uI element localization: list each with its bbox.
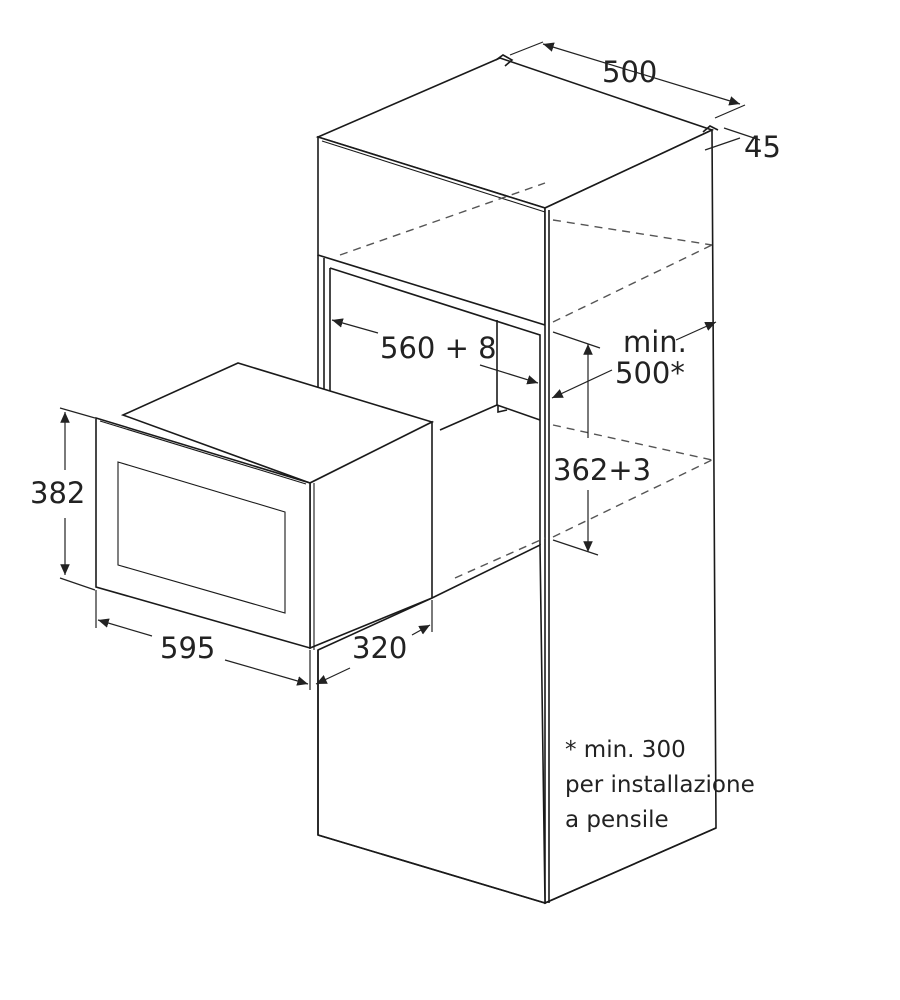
dim-560-left [331,318,379,334]
niche-floor-notch [497,405,508,413]
dim-595-left [97,618,153,637]
footnote-line-1: * min. 300 [565,737,686,763]
hidden-line-5 [552,459,713,538]
cabinet-bottom-edge [317,834,546,904]
ext-500-right [714,104,746,119]
label-appliance-width: 595 [160,631,215,665]
label-appliance-height: 382 [30,476,85,510]
appliance-front-trim [99,420,307,485]
appliance-front [95,416,311,650]
label-top-clearance: 45 [744,130,781,164]
cabinet-bottom-right-edge [544,827,717,904]
ext-382-bottom [59,577,96,591]
dim-min500-left [551,369,613,399]
dim-595-right [224,659,309,686]
dimension-labels: 500 45 560 + 8 min. 500* 362+3 382 595 3… [30,55,781,665]
appliance [95,362,435,650]
label-niche-height: 362+3 [553,453,651,487]
footnote-line-2: per installazione [565,772,755,798]
top-notch-right [702,125,719,133]
ext-362-bottom [552,539,599,556]
dim-45-b [704,137,741,151]
footnote: * min. 300 per installazione a pensile [565,737,755,833]
footnote-line-3: a pensile [565,807,669,833]
dim-320-left [315,667,351,685]
hidden-line-3 [552,244,713,323]
label-min-depth-value: 500* [615,356,685,390]
dimension-lines [59,41,761,690]
ext-500-left [509,41,544,56]
top-notch-left [495,54,514,67]
label-cabinet-depth: 500 [602,55,657,89]
appliance-window [117,461,286,614]
dim-45-a [723,127,761,141]
ext-382-top [59,407,96,419]
label-appliance-depth: 320 [352,631,407,665]
niche-frame [329,267,541,545]
dim-min500-right [675,321,717,341]
niche-floor [439,404,541,431]
label-niche-width: 560 + 8 [380,331,497,365]
dim-320-right [411,624,431,636]
dim-500 [542,42,741,106]
dim-560-right [479,364,539,385]
cabinet-upper-edge [321,140,546,213]
hidden-line-6 [454,537,546,579]
label-min: min. [623,325,687,359]
